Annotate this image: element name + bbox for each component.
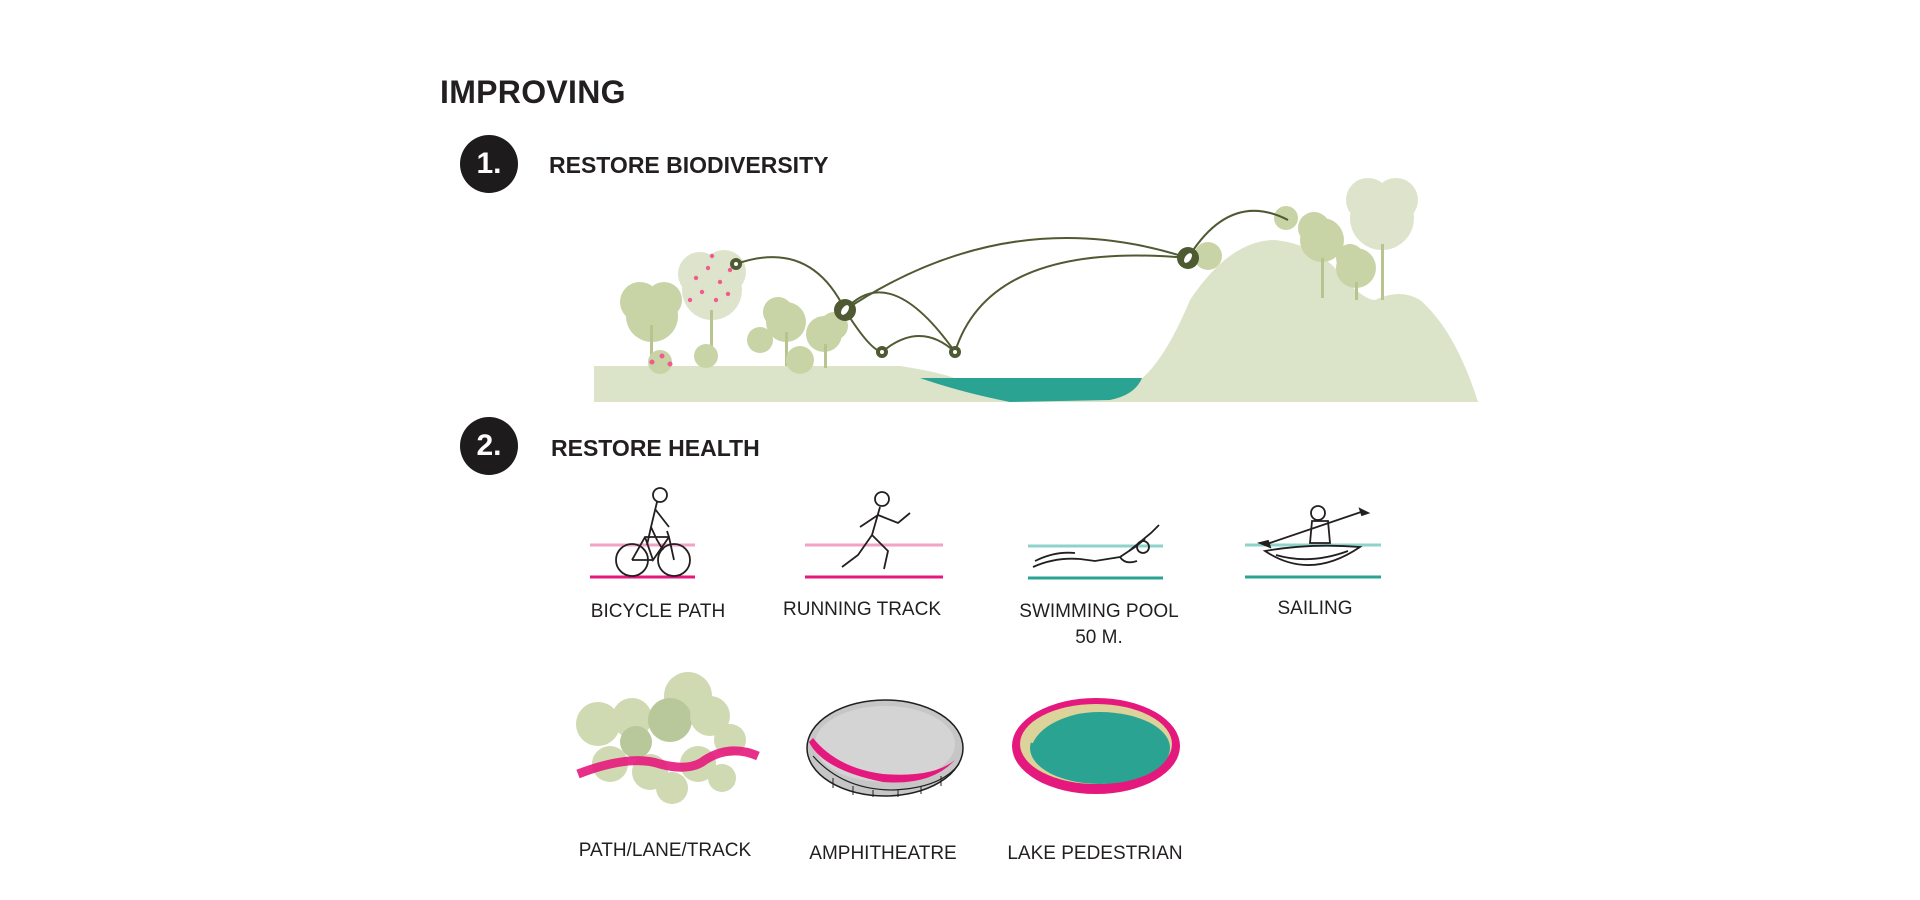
tree-path-icon	[576, 672, 760, 804]
page-title: IMPROVING	[440, 74, 626, 110]
activity-label-swimming-line2: 50 M.	[1075, 627, 1123, 648]
runner-icon	[805, 491, 943, 579]
fruit-dots	[649, 253, 733, 367]
kayaker-icon	[1245, 505, 1381, 579]
lake-icon	[1012, 698, 1180, 794]
ground-terrain	[594, 240, 1478, 402]
activity-label-sailing: SAILING	[1277, 598, 1353, 619]
activity-label-swimming: SWIMMING POOL 50 M.	[1004, 599, 1194, 651]
water-pond	[920, 378, 1142, 402]
swimmer-icon	[1028, 524, 1163, 580]
facility-label-path: PATH/LANE/TRACK	[578, 840, 752, 861]
tree-cluster-left	[620, 250, 848, 374]
leaf-icon	[734, 253, 1192, 354]
activity-label-bicycle: BICYCLE PATH	[590, 601, 726, 622]
cyclist-icon	[590, 487, 695, 579]
facility-label-lake: LAKE PEDESTRIAN	[1007, 843, 1183, 864]
activity-label-running: RUNNING TRACK	[783, 599, 941, 620]
tree-cluster-right	[1194, 178, 1418, 300]
section-number-badge: 2.	[460, 417, 518, 475]
amphitheatre-icon	[806, 699, 964, 797]
facility-label-amphitheatre: AMPHITHEATRE	[809, 843, 957, 864]
section-title-biodiversity: RESTORE BIODIVERSITY	[549, 152, 829, 178]
section-number-badge: 1.	[460, 135, 518, 193]
activity-label-swimming-line1: SWIMMING POOL	[1019, 601, 1179, 622]
section-title-health: RESTORE HEALTH	[551, 435, 760, 461]
